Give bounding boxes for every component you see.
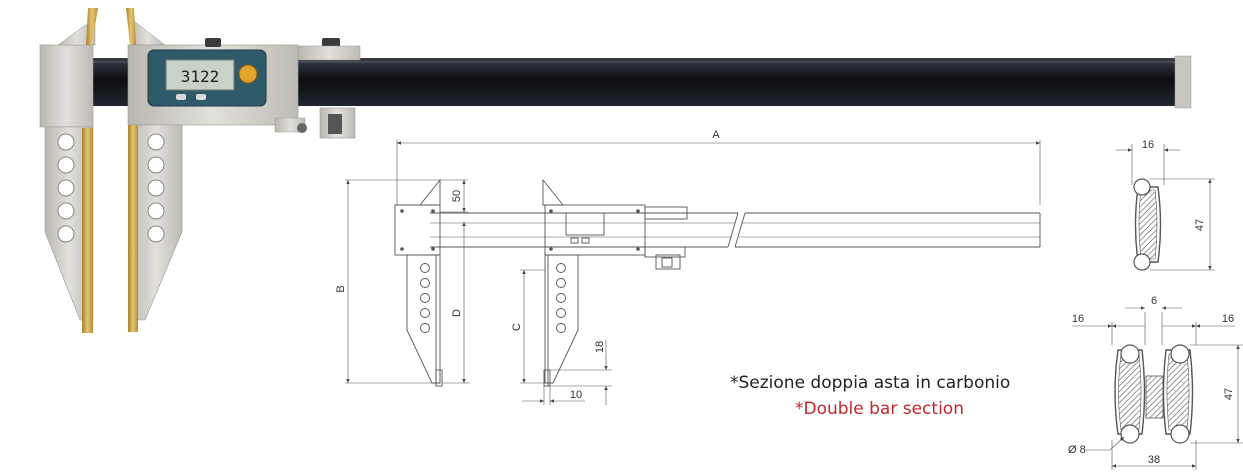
double-gap-label: 6 (1151, 295, 1157, 307)
bar-end-cap (1174, 55, 1192, 109)
caliper-photo: 3122 (39, 8, 1192, 333)
dim-label-50: 50 (451, 190, 463, 202)
caption-english: *Double bar section (795, 399, 964, 419)
dim-label-b: B (335, 285, 347, 292)
dim-label-d: D (451, 309, 463, 317)
double-overall-width-label: 38 (1148, 454, 1160, 466)
brand-logo-icon (238, 64, 258, 84)
dim-label-c: C (511, 323, 523, 331)
dim-label-a: A (712, 129, 720, 141)
dim-label-18: 18 (594, 341, 606, 353)
zero-button (196, 94, 206, 100)
caption-italian: *Sezione doppia asta in carbonio (730, 373, 1011, 393)
single-width-label: 16 (1142, 139, 1154, 151)
single-bar-section (1116, 144, 1215, 271)
fixed-jaw-head (39, 44, 94, 128)
double-bar-section (1072, 306, 1243, 470)
lcd-screen (165, 59, 235, 91)
dim-label-10: 10 (570, 389, 582, 401)
fine-adjust-block (297, 45, 361, 61)
double-left-width-label: 16 (1072, 313, 1084, 325)
lock-knob-icon (205, 38, 221, 47)
lcd-reading: 3122 (181, 67, 220, 86)
double-height-label: 47 (1223, 388, 1235, 400)
technical-drawing (345, 140, 1041, 405)
diameter-label: Ø 8 (1068, 444, 1086, 456)
mode-button (176, 94, 186, 100)
single-height-label: 47 (1194, 219, 1206, 231)
double-right-width-label: 16 (1222, 313, 1234, 325)
